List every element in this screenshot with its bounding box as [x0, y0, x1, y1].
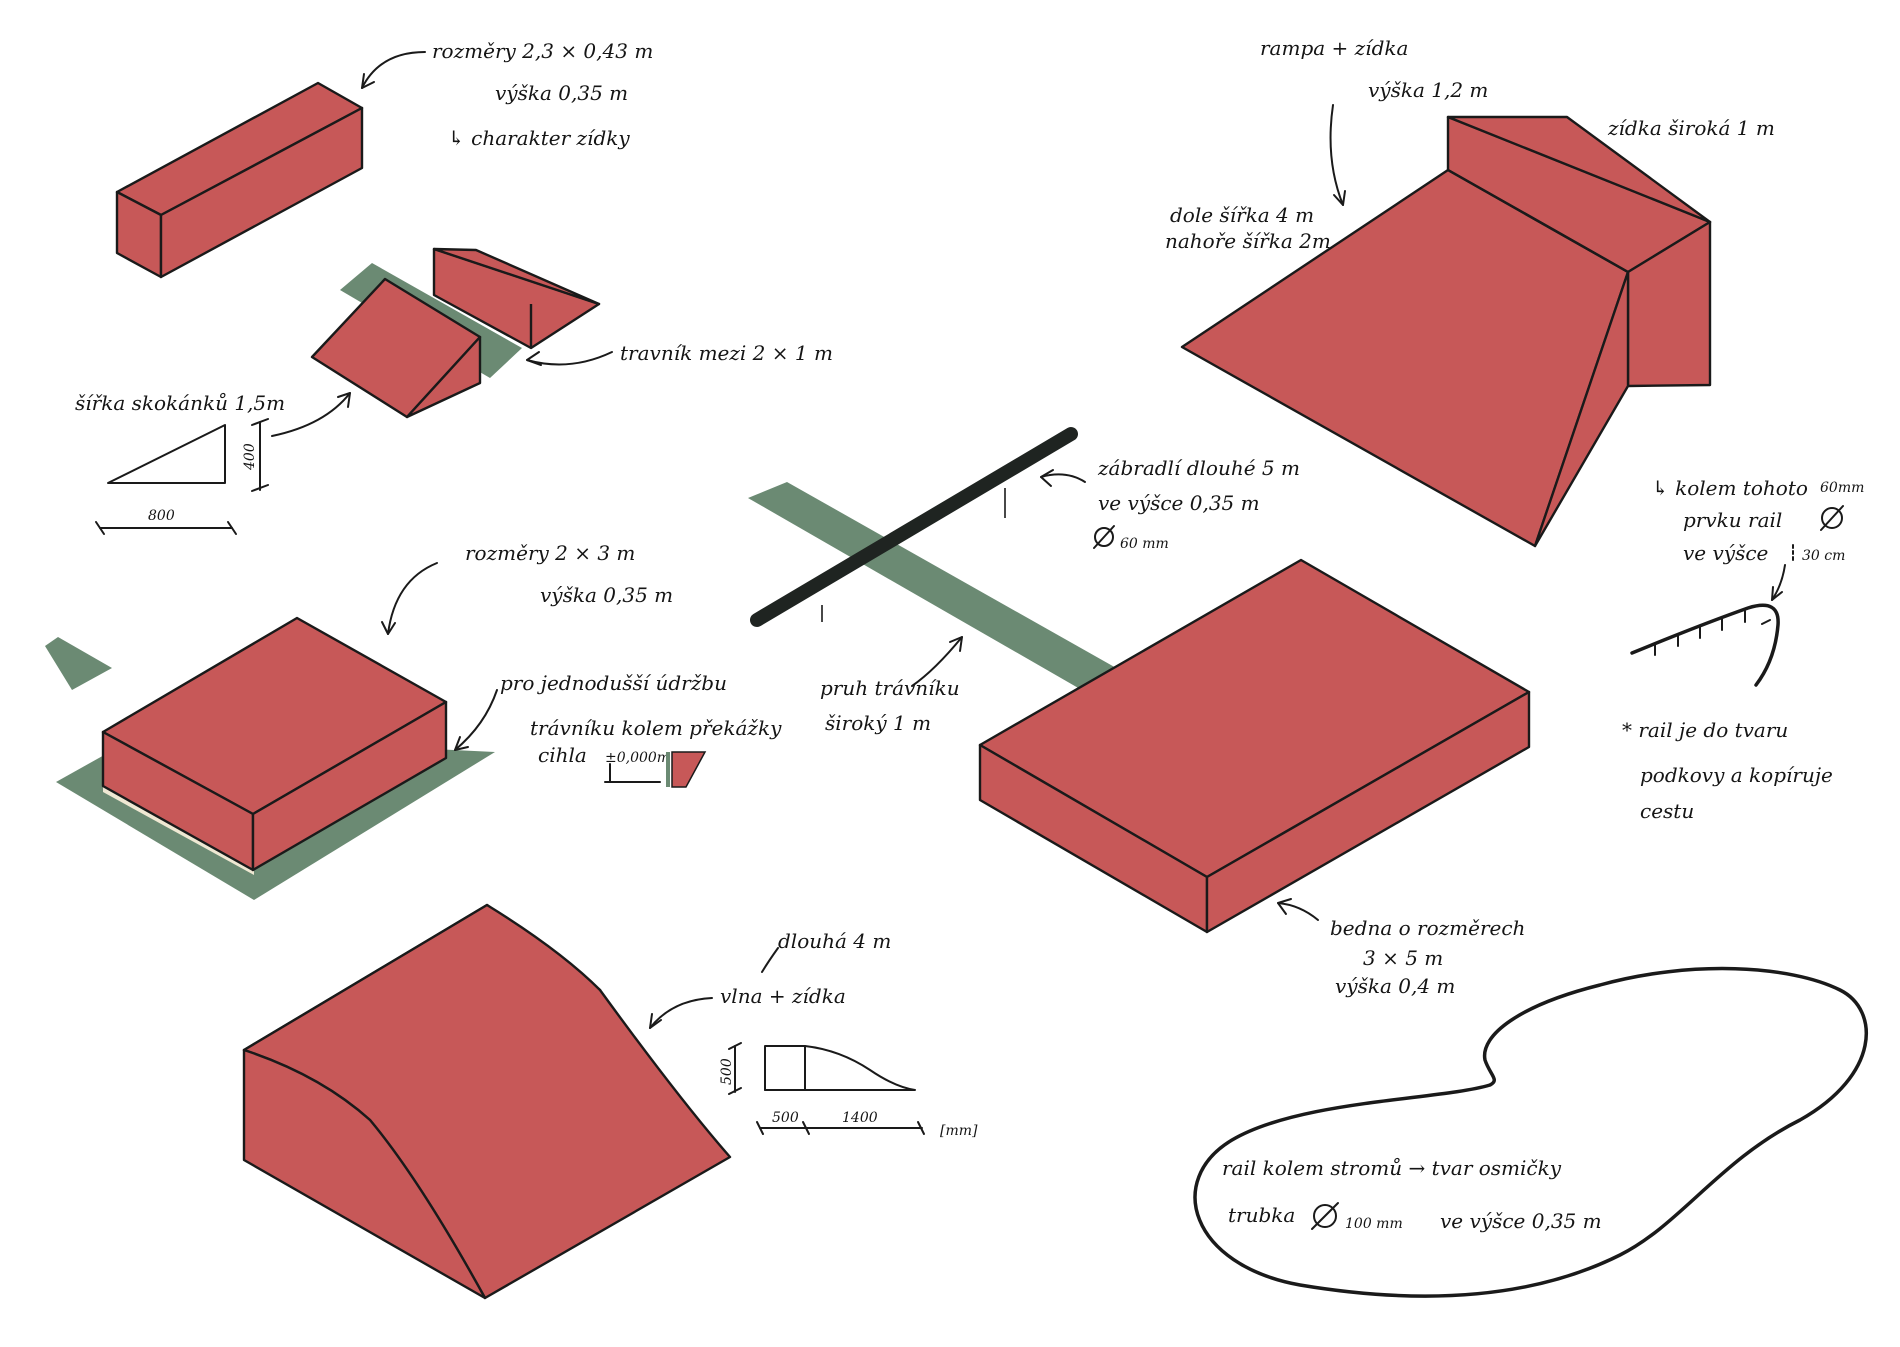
wave-label: vlna + zídka: [720, 984, 846, 1008]
large-box-label-3: výška 0,4 m: [1335, 974, 1455, 998]
lawn-gap-label: travník mezi 2 × 1 m: [620, 341, 833, 365]
wave-with-wall: [242, 903, 732, 1300]
figure-eight-label-2a: trubka: [1228, 1203, 1295, 1227]
wave-dim-unit: [mm]: [940, 1123, 978, 1139]
tree-rail-label-1: ↳ kolem tohoto: [1652, 476, 1808, 500]
small-box-arrow: [361, 51, 426, 89]
large-box-label-2: 3 × 5 m: [1363, 946, 1443, 970]
tree-rail-label-3: ve výšce: [1683, 541, 1768, 565]
diameter-symbol-icon: [1820, 505, 1844, 531]
rail-diameter-label: 60 mm: [1120, 536, 1169, 552]
diameter-symbol-icon: [1311, 1202, 1339, 1230]
tree-rail-note-1: * rail je do tvaru: [1622, 718, 1788, 742]
launch-ramps: [310, 247, 601, 419]
maintenance-note-2: trávníku kolem překážky: [530, 716, 782, 740]
medium-box-dimensions: rozměry 2 × 3 m: [465, 541, 635, 565]
launch-width-label: šířka skokánků 1,5m: [75, 391, 285, 415]
rail-length-label: zábradlí dlouhé 5 m: [1097, 456, 1300, 480]
ramp-bottom-width-label: dole šířka 4 m: [1170, 203, 1314, 227]
small-wall-box: [115, 81, 364, 279]
maintenance-note-3: cihla: [538, 743, 587, 767]
wave-length-label: dlouhá 4 m: [778, 929, 891, 953]
rail-height-label: ve výšce 0,35 m: [1098, 491, 1260, 515]
small-box-dimensions: rozměry 2,3 × 0,43 m: [432, 39, 653, 63]
central-rail: [748, 427, 1118, 689]
wave-dim-b: 1400: [842, 1110, 878, 1126]
small-box-height: výška 0,35 m: [495, 81, 628, 105]
lawn-strip-label-1: pruh trávníku: [820, 676, 960, 700]
medium-box: [45, 616, 495, 900]
small-box-character: ↳ charakter zídky: [448, 126, 630, 150]
ramp-with-wall: [1180, 115, 1712, 548]
figure-eight-rail-outline: [1193, 966, 1868, 1298]
diameter-symbol-icon: [1093, 525, 1115, 549]
launch-dim-height: 400: [242, 443, 258, 471]
figure-eight-label-2c: ve výšce 0,35 m: [1440, 1209, 1602, 1233]
tree-rail-note-3: cestu: [1640, 799, 1694, 823]
level-marker: ±0,000m: [605, 750, 670, 766]
medium-box-height: výška 0,35 m: [540, 583, 673, 607]
wave-section-drawing: [728, 1042, 925, 1135]
tree-rail-label-2: prvku rail: [1683, 508, 1782, 532]
launch-section-triangle: [107, 424, 226, 484]
tree-rail-note-2: podkovy a kopíruje: [1640, 763, 1833, 787]
large-box: [978, 558, 1531, 934]
tree-rail-diameter: 60mm: [1820, 480, 1864, 496]
tree-rail-height: 30 cm: [1802, 548, 1845, 564]
brick-edge-detail: ±0,000m: [604, 750, 707, 788]
horseshoe-rail: [1630, 603, 1780, 687]
lawn-strip-label-2: široký 1 m: [825, 711, 931, 735]
launch-dim-length: 800: [148, 508, 175, 524]
figure-eight-label-1: rail kolem stromů → tvar osmičky: [1222, 1156, 1562, 1180]
rail-bar: [750, 427, 1078, 627]
lawn-strip-center: [748, 482, 1118, 689]
ramp-label: rampa + zídka: [1260, 36, 1408, 60]
figure-eight-label-2b: 100 mm: [1345, 1216, 1403, 1232]
wave-dim-a: 500: [772, 1110, 799, 1126]
large-box-label-1: bedna o rozměrech: [1330, 916, 1525, 940]
lawn-strip-left: [45, 637, 112, 690]
wave-dim-height: 500: [719, 1058, 735, 1085]
maintenance-note-1: pro jednodušší údržbu: [500, 671, 727, 695]
ramp-wall-width-label: zídka široká 1 m: [1607, 116, 1775, 140]
ramp-top-width-label: nahoře šířka 2m: [1165, 229, 1331, 253]
ramp-height-label: výška 1,2 m: [1368, 78, 1488, 102]
